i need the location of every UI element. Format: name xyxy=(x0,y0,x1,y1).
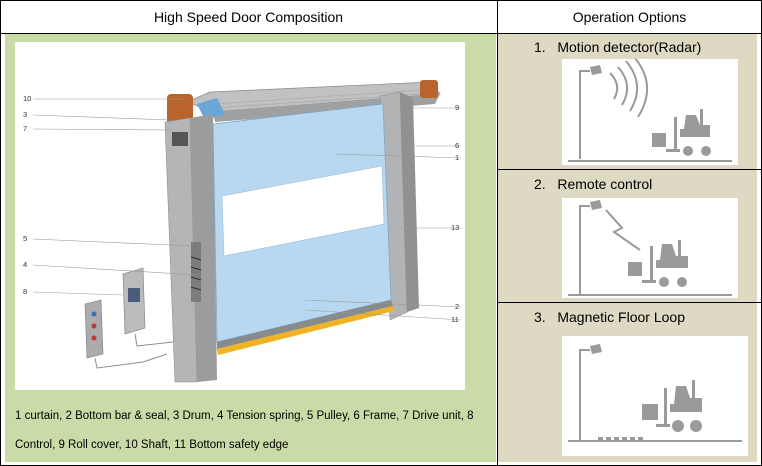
remote-illustration xyxy=(562,198,738,298)
option-number: 3. xyxy=(534,309,546,325)
label-3: 3 xyxy=(23,110,28,119)
option-title-remote: 2. Remote control xyxy=(534,176,652,192)
remote-signal-icon xyxy=(568,200,732,296)
option-title-floor-loop: 3. Magnetic Floor Loop xyxy=(534,309,685,325)
caption-line-1: 1 curtain, 2 Bottom bar & seal, 3 Drum, … xyxy=(15,410,474,422)
forklift-icon xyxy=(642,380,702,432)
label-9: 9 xyxy=(455,103,460,112)
radar-illustration xyxy=(562,56,738,165)
label-2: 2 xyxy=(455,302,460,311)
floor-loop-illustration xyxy=(562,336,748,456)
option-cell-radar: 1. Motion detector(Radar) xyxy=(498,34,757,169)
option-title-radar: 1. Motion detector(Radar) xyxy=(534,39,701,55)
option-label: Remote control xyxy=(557,176,653,192)
label-11: 11 xyxy=(451,315,459,324)
label-6: 6 xyxy=(455,141,460,150)
label-1: 1 xyxy=(455,153,460,162)
door-diagram xyxy=(32,80,462,383)
option-label: Magnetic Floor Loop xyxy=(557,309,685,325)
option-label: Motion detector(Radar) xyxy=(557,39,702,55)
label-8: 8 xyxy=(23,287,28,296)
door-illustration: 10 3 7 5 4 8 9 6 1 13 2 11 xyxy=(15,42,465,390)
forklift-icon xyxy=(628,240,688,287)
label-10: 10 xyxy=(23,94,32,103)
option-number: 2. xyxy=(534,176,546,192)
option-cell-floor-loop: 3. Magnetic Floor Loop xyxy=(498,303,757,462)
caption-line-2: Control, 9 Roll cover, 10 Shaft, 11 Bott… xyxy=(15,439,289,451)
composition-cell: 10 3 7 5 4 8 9 6 1 13 2 11 1 curtain, 2 … xyxy=(5,34,496,462)
option-number: 1. xyxy=(534,39,546,55)
composition-header: High Speed Door Composition xyxy=(153,8,344,25)
radar-icon xyxy=(568,56,732,162)
floor-loop-icon xyxy=(568,344,742,442)
label-7: 7 xyxy=(23,124,28,133)
label-5: 5 xyxy=(23,234,28,243)
label-4: 4 xyxy=(23,260,28,269)
forklift-icon xyxy=(652,109,711,156)
option-cell-remote: 2. Remote control xyxy=(498,170,757,302)
label-13: 13 xyxy=(451,223,460,232)
options-header: Operation Options xyxy=(572,8,687,25)
